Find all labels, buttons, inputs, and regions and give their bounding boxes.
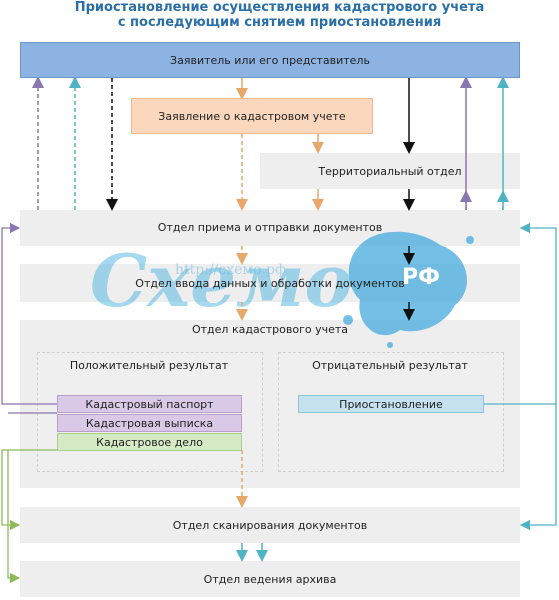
positive-label: Положительный результат: [69, 359, 229, 372]
watermark-url: http://схемо.рф: [175, 262, 287, 278]
scanning-label: Отдел сканирования документов: [172, 519, 368, 532]
watermark-text: Схемо: [90, 238, 353, 323]
applicant-box: Заявитель или его представитель: [20, 42, 520, 78]
diagram-title-line2: с последующим снятием приостановления: [117, 15, 442, 30]
extract-box: Кадастровая выписка: [57, 414, 242, 432]
negative-label: Отрицательный результат: [312, 359, 468, 372]
archive-dept: [20, 561, 520, 597]
suspension-box: Приостановление: [298, 395, 484, 413]
territorial-dept: [260, 153, 520, 189]
application-box: Заявление о кадастровом учете: [131, 98, 373, 134]
archive-label: Отдел ведения архива: [203, 573, 337, 586]
passport-box: Кадастровый паспорт: [57, 395, 242, 413]
cadastral-label: Отдел кадастрового учета: [191, 323, 348, 336]
diagram-title-line1: Приостановление осуществления кадастрово…: [74, 0, 485, 15]
case-box: Кадастровое дело: [57, 433, 242, 451]
watermark-badge: РФ: [402, 265, 440, 290]
scanning-dept: [20, 507, 520, 543]
territorial-label: Территориальный отдел: [318, 165, 462, 178]
reception-label: Отдел приема и отправки документов: [157, 221, 383, 234]
data-entry-label: Отдел ввода данных и обработки документо…: [135, 277, 405, 290]
reception-dept: [20, 210, 520, 246]
